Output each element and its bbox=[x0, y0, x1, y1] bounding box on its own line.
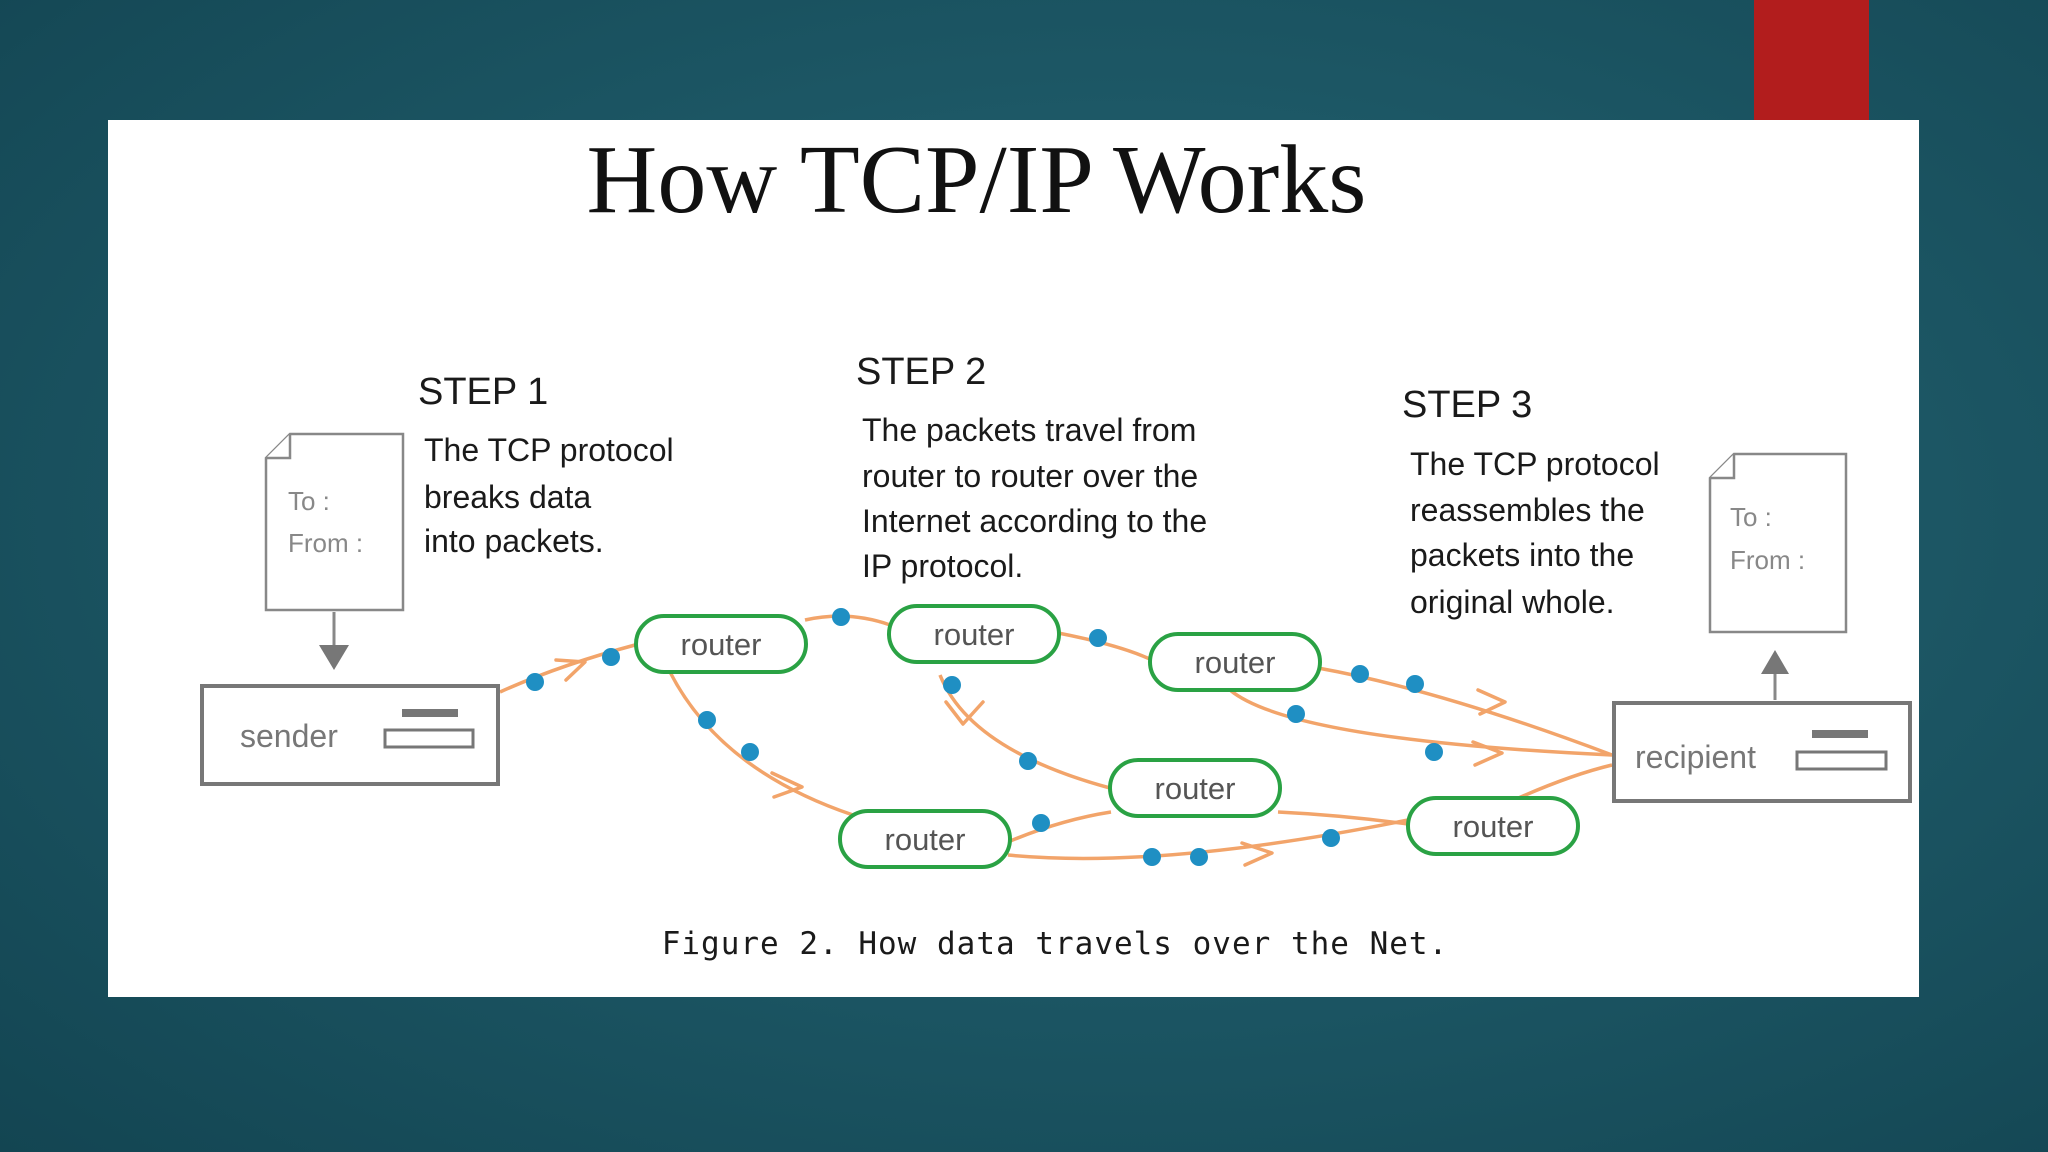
sender-doc-to: To : bbox=[288, 486, 330, 516]
recipient-doc-from: From : bbox=[1730, 545, 1805, 575]
step-1-label: STEP 1 bbox=[418, 371, 548, 413]
router-1: router bbox=[634, 614, 808, 674]
recipient-label: recipient bbox=[1635, 739, 1756, 775]
recipient-doc-to: To : bbox=[1730, 502, 1772, 532]
router-5-label: router bbox=[885, 822, 966, 857]
step-2: STEP 2 The packets travel from router to… bbox=[856, 351, 1207, 584]
step-2-line-3: Internet according to the bbox=[862, 503, 1207, 539]
red-accent-tab bbox=[1754, 0, 1869, 122]
step-3-line-1: The TCP protocol bbox=[1410, 446, 1660, 482]
router-3-label: router bbox=[1195, 645, 1276, 680]
up-arrow-icon bbox=[1761, 650, 1789, 700]
step-2-label: STEP 2 bbox=[856, 351, 986, 393]
router-4: router bbox=[1108, 758, 1282, 818]
step-1: STEP 1 The TCP protocol breaks data into… bbox=[418, 371, 674, 559]
router-5: router bbox=[838, 809, 1012, 869]
sender-document-icon: To : From : bbox=[264, 432, 405, 612]
slide-panel: How TCP/IP Works bbox=[108, 120, 1919, 997]
step-3-line-3: packets into the bbox=[1410, 537, 1634, 573]
network-paths bbox=[499, 614, 1613, 861]
path-arrows bbox=[554, 658, 1507, 867]
slide-title-text: How TCP/IP Works bbox=[586, 126, 1367, 234]
sender-label: sender bbox=[240, 718, 338, 754]
packet-dots bbox=[526, 608, 1443, 866]
router-2: router bbox=[887, 604, 1061, 664]
step-2-line-1: The packets travel from bbox=[862, 412, 1196, 448]
sender-doc-from: From : bbox=[288, 528, 363, 558]
slide-title: How TCP/IP Works bbox=[108, 120, 1919, 240]
step-3-line-4: original whole. bbox=[1410, 584, 1615, 620]
step-2-line-4: IP protocol. bbox=[862, 548, 1023, 584]
router-6-label: router bbox=[1453, 809, 1534, 844]
router-3: router bbox=[1148, 632, 1322, 692]
step-1-line-3: into packets. bbox=[424, 523, 604, 559]
down-arrow-icon bbox=[319, 612, 349, 670]
step-2-line-2: router to router over the bbox=[862, 458, 1198, 494]
router-4-label: router bbox=[1155, 771, 1236, 806]
figure-caption: Figure 2. How data travels over the Net. bbox=[662, 926, 1449, 962]
step-3-label: STEP 3 bbox=[1402, 384, 1532, 426]
step-3-line-2: reassembles the bbox=[1410, 492, 1645, 528]
sender-computer: sender bbox=[200, 684, 500, 786]
step-1-line-2: breaks data bbox=[424, 479, 591, 515]
step-3: STEP 3 The TCP protocol reassembles the … bbox=[1402, 384, 1660, 620]
router-6: router bbox=[1406, 796, 1580, 856]
step-1-line-1: The TCP protocol bbox=[424, 432, 674, 468]
router-1-label: router bbox=[681, 627, 762, 662]
recipient-document-icon: To : From : bbox=[1708, 452, 1848, 634]
recipient-computer: recipient bbox=[1612, 701, 1912, 803]
router-2-label: router bbox=[934, 617, 1015, 652]
